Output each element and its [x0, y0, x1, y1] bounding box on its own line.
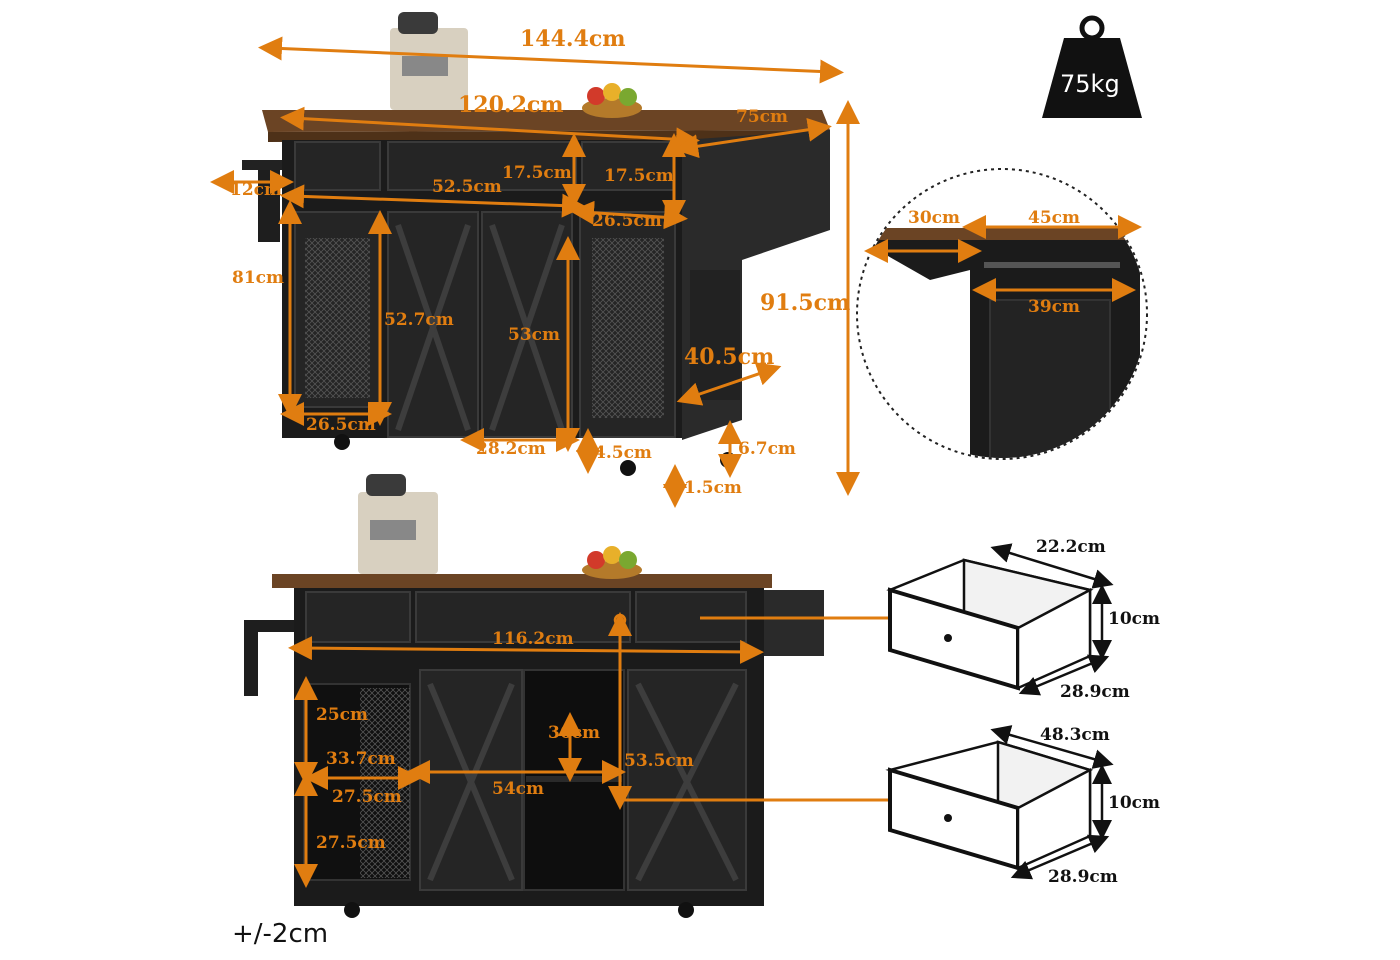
small-drawer-diagram: 22.2cm 10cm 28.9cm	[886, 537, 1160, 702]
dim-small-drawer-width: 22.2cm	[1036, 537, 1106, 557]
dim-overall-height: 91.5cm	[760, 290, 850, 316]
dim-drawer-width-right: 26.5cm	[592, 211, 662, 231]
dim-caster-clearance: 1.5cm	[684, 478, 742, 498]
dim-left-door-width: 26.5cm	[306, 415, 376, 435]
dim-shelf-left-lower-width: 27.5cm	[332, 787, 402, 807]
dim-inner-width: 116.2cm	[492, 629, 574, 649]
weight-label: 75kg	[1060, 70, 1120, 98]
dim-bottom-gap: 4.5cm	[594, 443, 652, 463]
dim-drawer-width-middle: 52.5cm	[432, 177, 502, 197]
dim-large-drawer-width: 48.3cm	[1040, 725, 1110, 745]
bottom-dimension-labels: 116.2cm 25cm 33.7cm 27.5cm 27.5cm 36cm 5…	[316, 629, 694, 853]
dim-side-depth: 40.5cm	[684, 344, 774, 370]
bottom-dimension-lines	[288, 612, 888, 888]
top-dimension-lines	[210, 36, 860, 508]
dim-large-drawer-depth: 28.9cm	[1048, 867, 1118, 887]
drop-leaf-detail: 30cm 45cm 39cm	[856, 168, 1148, 460]
dim-leaf-width: 45cm	[1028, 208, 1080, 228]
dim-shelf-left-lower-height: 27.5cm	[316, 833, 386, 853]
dim-middle-shelf-height: 36cm	[548, 723, 600, 743]
weight-icon: 75kg	[1042, 15, 1142, 118]
dim-shelf-top: 25cm	[316, 705, 368, 725]
dim-depth: 75cm	[736, 107, 788, 127]
dim-left-door-height: 52.7cm	[384, 310, 454, 330]
tolerance-note: +/-2cm	[232, 919, 328, 949]
top-dimension-labels: 144.4cm 120.2cm 75cm 12cm 17.5cm 17.5cm …	[230, 26, 850, 498]
dim-middle-height: 53.5cm	[624, 751, 694, 771]
kitchen-island-front-view	[242, 12, 830, 476]
dim-large-drawer-height: 10cm	[1108, 793, 1160, 813]
dim-caster-height: 6.7cm	[738, 439, 796, 459]
dim-cabinet-height: 81cm	[232, 268, 284, 288]
large-drawer-diagram: 48.3cm 10cm 28.9cm	[885, 725, 1160, 887]
dim-overall-width: 144.4cm	[520, 26, 626, 52]
dim-small-drawer-depth: 28.9cm	[1060, 682, 1130, 702]
dim-drawer-height-right: 17.5cm	[604, 166, 674, 186]
dim-shelf-left-height: 33.7cm	[326, 749, 396, 769]
dim-leaf-depth: 30cm	[908, 208, 960, 228]
dim-towel-bar: 12cm	[230, 180, 282, 200]
dim-middle-width: 54cm	[492, 779, 544, 799]
dim-barn-door-width: 28.2cm	[476, 439, 546, 459]
dim-barn-door-height: 53cm	[508, 325, 560, 345]
dim-cabinet-width: 120.2cm	[458, 92, 564, 118]
dim-small-drawer-height: 10cm	[1108, 609, 1160, 629]
dim-drawer-height-left: 17.5cm	[502, 163, 572, 183]
dim-leaf-inner: 39cm	[1028, 297, 1080, 317]
